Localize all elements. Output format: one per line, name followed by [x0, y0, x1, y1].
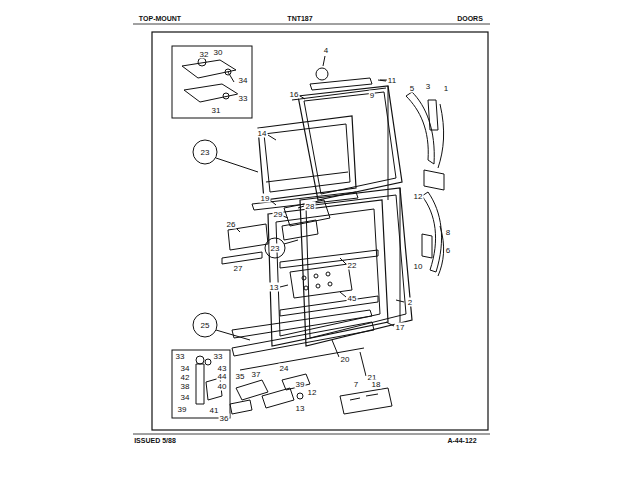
header-text: TOP-MOUNT — [138, 14, 182, 23]
callout-number: 33 — [238, 94, 249, 103]
callout-number: 30 — [213, 48, 224, 57]
callout-number: 34 — [180, 393, 191, 402]
callout-number: 33 — [213, 352, 224, 361]
callout-number: 40 — [217, 382, 228, 391]
callout-number: 32 — [199, 50, 210, 59]
callout-number: 16 — [289, 90, 300, 99]
callout-number: 17 — [395, 323, 406, 332]
callout-number: 44 — [217, 372, 228, 381]
callout-number: 26 — [226, 220, 237, 229]
callout-number: 23 — [200, 148, 211, 157]
callout-number: 9 — [369, 91, 375, 100]
callout-number: 12 — [307, 388, 318, 397]
callout-number: 7 — [353, 380, 359, 389]
callout-number: 12 — [413, 192, 424, 201]
callout-number: 37 — [251, 370, 262, 379]
callout-number: 34 — [180, 364, 191, 373]
drawing-number: A-44-122 — [446, 436, 477, 445]
callout-number: 35 — [235, 372, 246, 381]
callout-number: 24 — [279, 364, 290, 373]
callout-number: 42 — [180, 373, 191, 382]
callout-number: 6 — [445, 246, 451, 255]
callout-number: 14 — [257, 129, 268, 138]
callout-number: 22 — [347, 261, 358, 270]
callout-number: 27 — [233, 264, 244, 273]
callout-number: 5 — [409, 84, 415, 93]
callout-number: 19 — [260, 194, 271, 203]
callout-number: 20 — [340, 355, 351, 364]
callout-number: 29 — [273, 210, 284, 219]
callout-number: 10 — [413, 262, 424, 271]
callout-number: 45 — [347, 294, 358, 303]
callout-number: 39 — [295, 380, 306, 389]
callout-number: 4 — [323, 46, 329, 55]
callout-number: 31 — [211, 106, 222, 115]
callout-number: 2 — [407, 298, 413, 307]
callout-number: 28 — [305, 202, 316, 211]
callout-number: 23 — [270, 244, 281, 253]
callout-number: 36 — [219, 414, 230, 423]
callout-number: 39 — [177, 405, 188, 414]
callout-number: 8 — [445, 228, 451, 237]
callout-number: 25 — [200, 321, 211, 330]
callout-number: 13 — [295, 404, 306, 413]
callout-number: 34 — [238, 76, 249, 85]
callout-number: 38 — [180, 382, 191, 391]
model-number: TNT187 — [286, 14, 313, 23]
callout-number: 1 — [443, 84, 449, 93]
callout-number: 18 — [371, 380, 382, 389]
section-name: DOORS — [456, 14, 484, 23]
issue-date: ISSUED 5/88 — [133, 436, 177, 445]
callout-number: 13 — [269, 283, 280, 292]
callout-number: 11 — [387, 76, 397, 85]
callout-number: 33 — [175, 352, 186, 361]
callout-number: 3 — [425, 82, 431, 91]
